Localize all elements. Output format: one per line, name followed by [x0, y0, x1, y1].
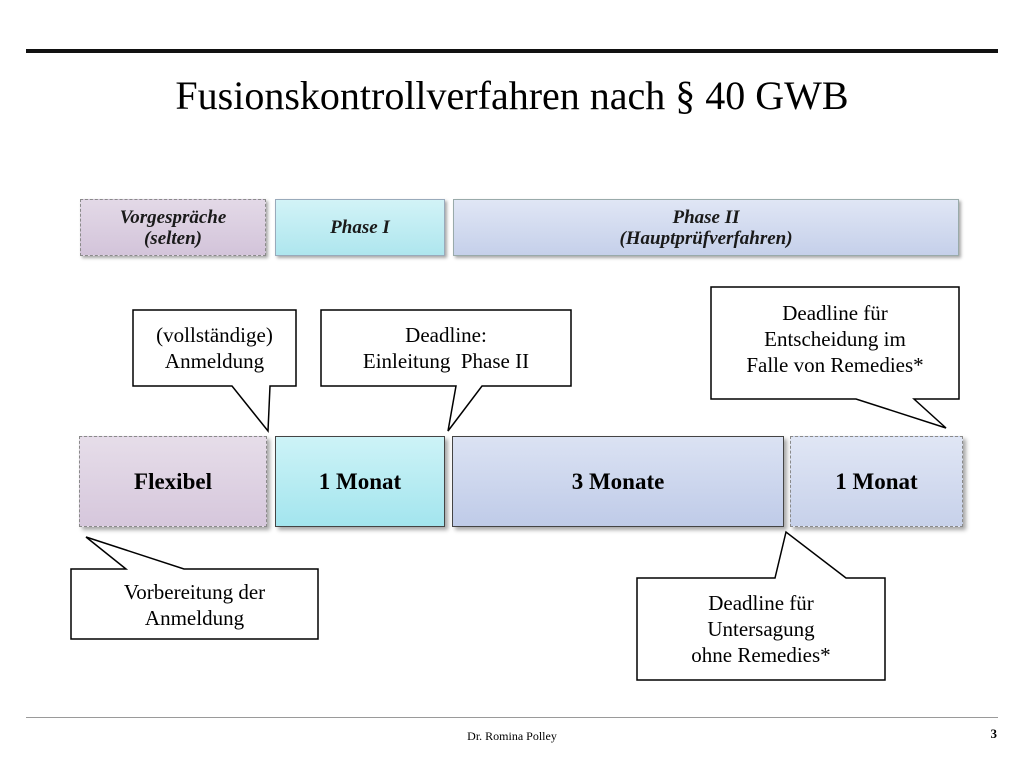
callout-untersagung: Deadline für Untersagung ohne Remedies* — [637, 590, 885, 668]
period-3-monate-label: 3 Monate — [571, 468, 665, 494]
slide-title: Fusionskontrollverfahren nach § 40 GWB — [175, 73, 849, 118]
period-last-1-monat-label: 1 Monat — [835, 468, 918, 494]
callout-untersagung-line2: Untersagung — [707, 617, 815, 641]
footer-author: Dr. Romina Polley — [467, 729, 557, 743]
period-1-monat: 1 Monat — [275, 436, 445, 527]
phase-2-line2: (Hauptprüfverfahren) — [619, 227, 793, 249]
callout-untersagung-line1: Deadline für — [708, 591, 814, 615]
phase-1-label: Phase I — [330, 217, 390, 238]
callout-einleitung-line2: Einleitung Phase II — [362, 349, 530, 373]
callout-remedies: Deadline für Entscheidung im Falle von R… — [711, 300, 959, 378]
callout-vorbereitung-line2: Anmeldung — [144, 606, 245, 630]
callout-anmeldung: (vollständige) Anmeldung — [133, 322, 296, 374]
period-flexibel-label: Flexibel — [134, 468, 212, 494]
phase-2-line1: Phase II — [672, 206, 740, 228]
callout-untersagung-shape — [636, 530, 886, 681]
callout-remedies-line2: Entscheidung im — [764, 327, 906, 351]
page-number: 3 — [990, 726, 998, 741]
period-3-monate: 3 Monate — [452, 436, 784, 527]
phase-2: Phase II (Hauptprüfverfahren) — [453, 199, 959, 256]
callout-anmeldung-shape — [132, 309, 297, 434]
callout-einleitung-line1: Deadline: — [405, 323, 487, 347]
phase-1: Phase I — [275, 199, 445, 256]
callout-vorbereitung-line1: Vorbereitung der — [123, 580, 266, 604]
callout-remedies-line1: Deadline für — [782, 301, 888, 325]
phase-vorgespraeche-line1: Vorgespräche — [119, 206, 227, 228]
callout-remedies-shape — [710, 286, 960, 429]
callout-untersagung-line3: ohne Remedies* — [691, 643, 831, 667]
callout-anmeldung-line1: (vollständige) — [156, 323, 273, 347]
callout-vorbereitung-shape — [70, 536, 319, 640]
callout-einleitung: Deadline: Einleitung Phase II — [321, 322, 571, 374]
phase-vorgespraeche: Vorgespräche (selten) — [80, 199, 266, 256]
callout-einleitung-shape — [320, 309, 572, 432]
period-flexibel: Flexibel — [79, 436, 267, 527]
callout-vorbereitung: Vorbereitung der Anmeldung — [71, 579, 318, 631]
top-rule — [26, 49, 998, 53]
bottom-rule — [26, 717, 998, 718]
callout-remedies-line3: Falle von Remedies* — [746, 353, 924, 377]
period-1-monat-label: 1 Monat — [318, 468, 402, 494]
phase-vorgespraeche-line2: (selten) — [143, 227, 203, 249]
period-last-1-monat: 1 Monat — [790, 436, 963, 527]
callout-anmeldung-line2: Anmeldung — [164, 349, 265, 373]
